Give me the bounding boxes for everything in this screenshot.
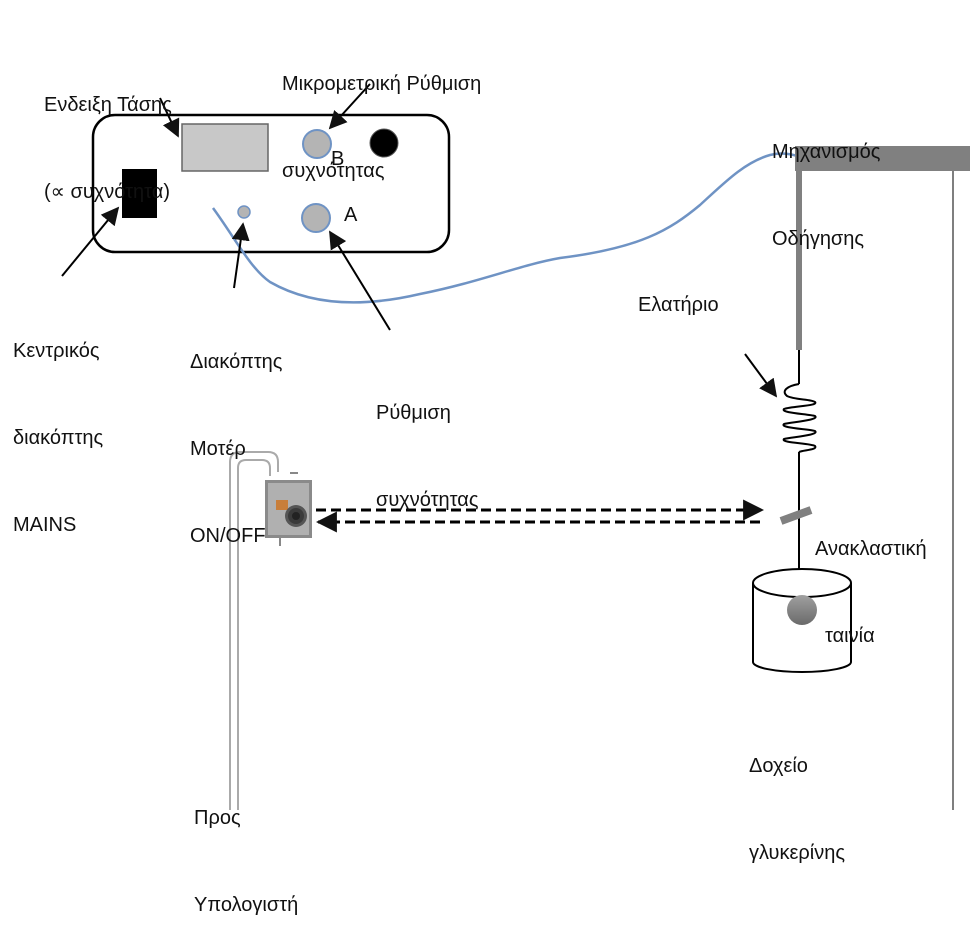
cable — [211, 152, 801, 304]
knob-b-label: B — [331, 148, 345, 170]
label-line: Οδήγησης — [772, 228, 865, 250]
apparatus-diagram — [61, 83, 970, 810]
label-line: Μηχανισμός — [772, 141, 881, 163]
label-line: Υπολογιστή — [194, 894, 299, 916]
arrow-icon — [328, 83, 371, 130]
label-line: Διακόπτης — [190, 351, 283, 373]
label-line: γλυκερίνης — [749, 842, 845, 864]
label-line: (∝ συχνότητα) — [44, 181, 170, 203]
label-line: Κεντρικός — [13, 340, 100, 362]
arrow-icon — [231, 222, 250, 289]
knob-icon[interactable] — [302, 129, 332, 159]
knob-a-label: A — [344, 204, 358, 226]
label-line: συχνότητας — [376, 489, 479, 511]
reflective-tape-label: Ανακλαστική ταινία — [815, 477, 927, 680]
arrow-icon — [329, 230, 391, 331]
label-line: ON/OFF — [190, 525, 266, 547]
drive-mechanism-label: Μηχανισμός Οδήγησης — [772, 80, 880, 283]
pendulum-ball — [787, 595, 817, 625]
drive-rod — [796, 160, 802, 350]
drive-beam — [795, 146, 970, 171]
arrow-icon — [61, 206, 120, 277]
label-line: Προς — [194, 807, 241, 829]
spring-label: Ελατήριο — [638, 294, 719, 316]
label-line: ταινία — [825, 625, 875, 647]
spring-icon — [782, 383, 817, 453]
label-line: διακόπτης — [13, 427, 104, 449]
label-line: Ρύθμιση — [376, 402, 451, 424]
arrow-icon — [744, 353, 778, 398]
arrow-icon — [159, 97, 180, 138]
voltage-display — [181, 123, 269, 172]
label-line: Μοτέρ — [190, 438, 246, 460]
frequency-tuning-label: Ρύθμιση συχνότητας — [376, 341, 478, 544]
label-line: συχνότητας — [282, 160, 385, 182]
fine-tuning-label: Μικρομετρική Ρύθμιση συχνότητας — [282, 12, 481, 215]
knob-icon[interactable] — [301, 203, 331, 233]
label-line: Δοχείο — [749, 755, 808, 777]
motor-switch-button[interactable] — [237, 205, 251, 219]
glycerin-tank-label: Δοχείο γλυκερίνης — [749, 694, 845, 897]
indicator-lamp — [369, 128, 399, 158]
motor-switch-label: Διακόπτης Μοτέρ ON/OFF — [190, 290, 282, 580]
to-computer-label: Προς Υπολογιστή — [194, 746, 298, 949]
glycerin-tank — [752, 568, 852, 673]
label-line: Ενδειξη Τάσης — [44, 94, 172, 116]
main-switch-label: Κεντρικός διακόπτης MAINS — [13, 279, 103, 569]
label-line: MAINS — [13, 514, 77, 536]
power-switch-icon[interactable] — [122, 169, 157, 218]
voltage-display-label: Ενδειξη Τάσης (∝ συχνότητα) — [44, 33, 172, 236]
label-line: Μικρομετρική Ρύθμιση — [282, 73, 482, 95]
label-line: Ανακλαστική — [815, 538, 927, 560]
sensor-icon — [229, 451, 312, 810]
reflective-tape — [779, 506, 813, 525]
